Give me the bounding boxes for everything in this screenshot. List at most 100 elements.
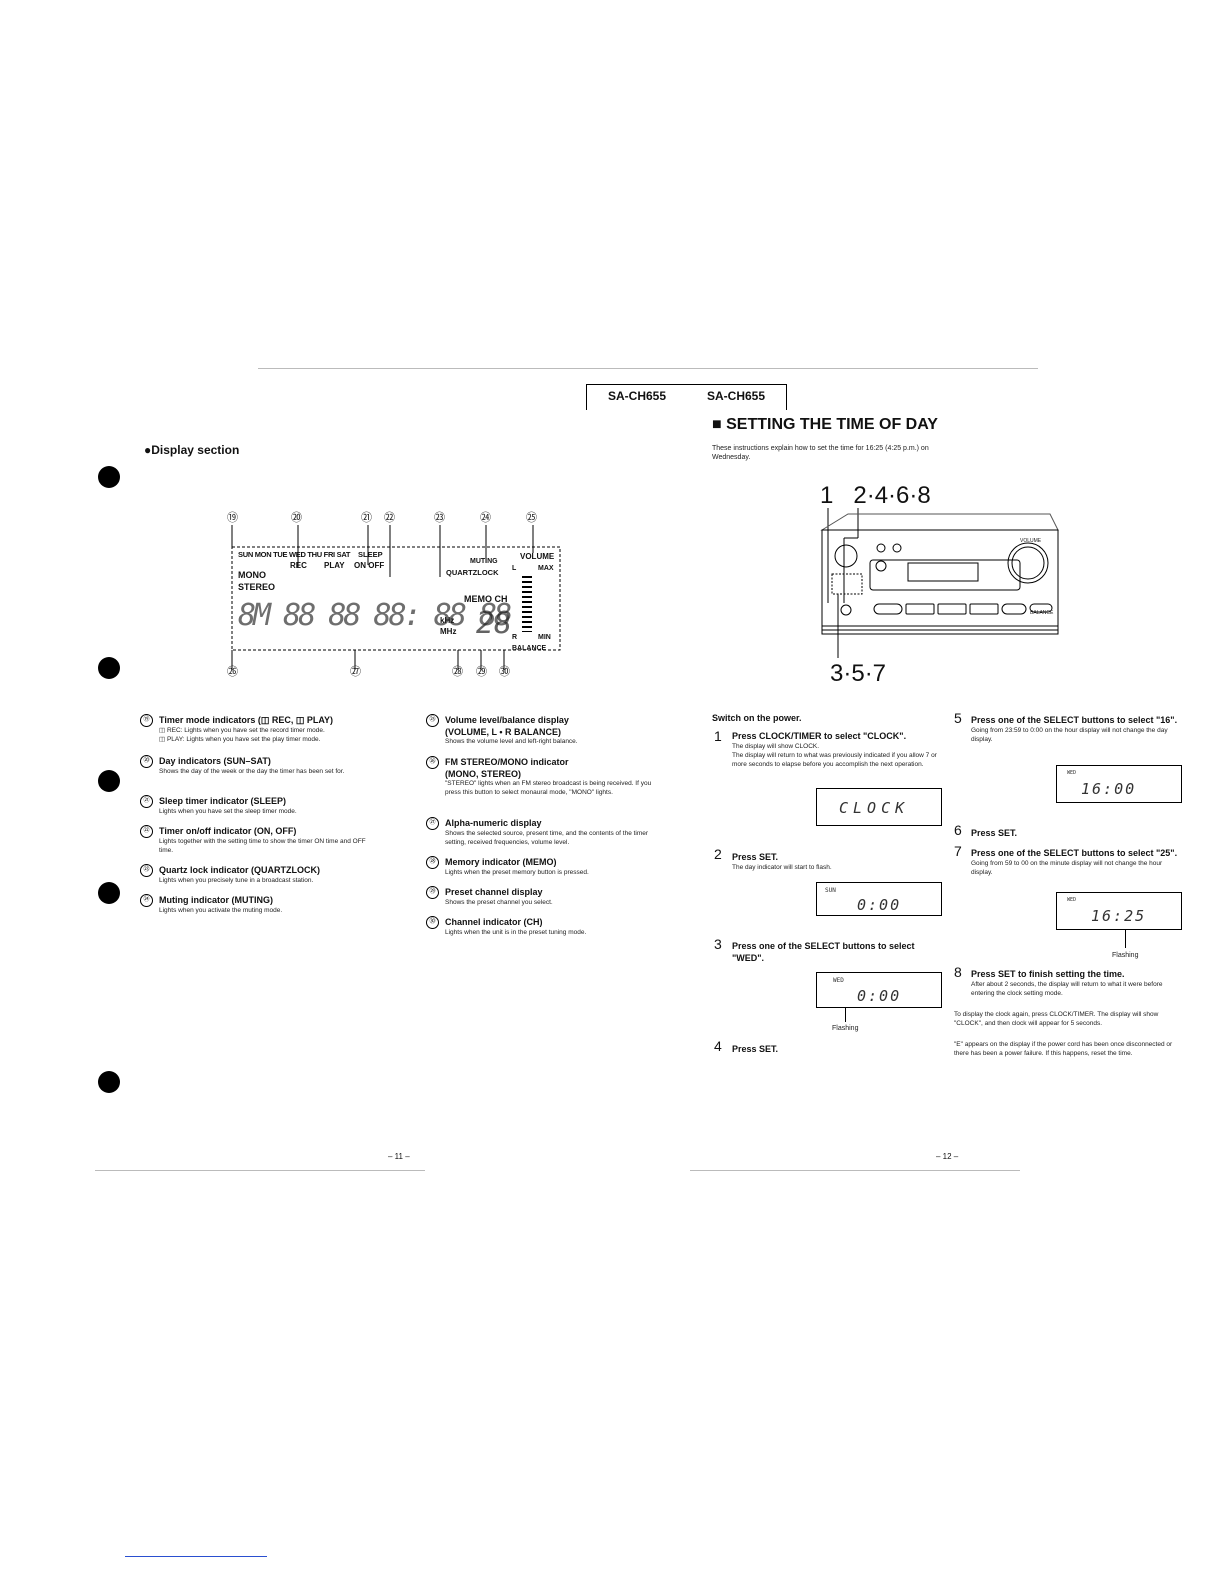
- indicator-num: ㉖: [426, 756, 439, 769]
- step-desc: Going from 59 to 00 on the minute displa…: [971, 860, 1163, 876]
- step-3-number: 3: [714, 936, 722, 952]
- model-left: SA-CH655: [608, 389, 667, 403]
- indicator-title: Volume level/balance display: [445, 714, 569, 725]
- step-desc: After about 2 seconds, the display will …: [971, 981, 1163, 997]
- indicator-title: Sleep timer indicator (SLEEP): [159, 795, 287, 806]
- panel-alpha-digits: 8M 88 88 88: 88 88: [238, 598, 512, 633]
- bottom-rule-right: [690, 1170, 1020, 1171]
- flash-pointer-7: [1125, 930, 1126, 948]
- callout-20: ⑳: [291, 512, 302, 524]
- step-title: Press SET.: [732, 852, 779, 862]
- display-panel-illustration: [231, 525, 561, 670]
- panel-play: PLAY: [324, 561, 345, 570]
- indicator-title: Quartz lock indicator (QUARTZLOCK): [159, 864, 321, 875]
- indicator-num: ㉗: [426, 817, 439, 830]
- panel-quartzlock: QUARTZLOCK: [446, 568, 499, 577]
- lcd-day-tag: WED: [833, 977, 844, 984]
- indicator-num: ㉓: [140, 864, 153, 877]
- step-2-number: 2: [714, 846, 722, 862]
- indicator-title: Alpha-numeric display: [445, 817, 542, 828]
- indicator-num: ⑳: [140, 755, 153, 768]
- step-desc: The day indicator will start to flash.: [732, 864, 832, 871]
- indicator-title: Muting indicator (MUTING): [159, 894, 273, 905]
- bottom-link-line: [125, 1556, 267, 1557]
- device-callout-bottom: 3·5·7: [830, 660, 887, 687]
- punch-hole: [98, 657, 120, 679]
- indicator-desc: Lights when you precisely tune in a broa…: [159, 877, 314, 884]
- panel-preset-digits: 28: [476, 606, 513, 641]
- step-desc: Going from 23:59 to 0:00 on the hour dis…: [971, 727, 1168, 743]
- callout-21: ㉑: [361, 512, 372, 524]
- lcd-readout: 16:00: [1081, 780, 1137, 798]
- indicator-title: Day indicators (SUN–SAT): [159, 755, 271, 766]
- indicator-num: ㉘: [426, 856, 439, 869]
- model-right: SA-CH655: [707, 389, 766, 403]
- panel-volume: VOLUME: [520, 552, 555, 561]
- indicator-desc: Shows the selected source, present time,…: [445, 830, 649, 846]
- callout-26: ㉖: [227, 666, 238, 678]
- callout-24: ㉔: [480, 512, 491, 524]
- lcd-day-tag: SUN: [825, 887, 836, 894]
- indicator-desc: ◫ REC: Lights when you have set the reco…: [159, 727, 325, 734]
- lcd-step-2: SUN 0:00: [816, 882, 942, 916]
- panel-memo-ch: MEMO CH: [464, 594, 508, 604]
- step-1-number: 1: [714, 728, 722, 744]
- lcd-day-tag: WED: [1067, 770, 1077, 776]
- callout-30: ㉚: [499, 666, 510, 678]
- indicator-desc: Lights when you activate the muting mode…: [159, 907, 283, 914]
- indicator-24: ㉔ Muting indicator (MUTING) Lights when y…: [140, 894, 380, 916]
- indicator-num: ㉒: [140, 825, 153, 838]
- panel-mhz: MHz: [440, 627, 457, 636]
- indicator-desc: Shows the preset channel you select.: [445, 899, 553, 906]
- indicator-27: ㉗ Alpha-numeric display Shows the selecte…: [426, 817, 666, 847]
- step-6-number: 6: [954, 822, 962, 838]
- intro-text: These instructions explain how to set th…: [712, 445, 929, 461]
- lcd-step-5: WED 16:00: [1056, 765, 1182, 803]
- note-clock-again: To display the clock again, press CLOCK/…: [954, 1011, 1159, 1027]
- callout-29: ㉙: [476, 666, 487, 678]
- step-title: Press CLOCK/TIMER to select "CLOCK".: [732, 731, 907, 741]
- step-title: Press one of the SELECT buttons to selec…: [971, 848, 1178, 858]
- step-desc: The display will show CLOCK.: [732, 743, 820, 750]
- indicator-num: ㉔: [140, 894, 153, 907]
- indicator-title: Channel indicator (CH): [445, 916, 543, 927]
- top-rule: [258, 368, 1038, 369]
- punch-hole: [98, 1071, 120, 1093]
- step-title: Press one of the SELECT buttons to selec…: [971, 715, 1178, 725]
- note-power-failure: "E" appears on the display if the power …: [954, 1041, 1173, 1057]
- flashing-label-7: Flashing: [1112, 952, 1139, 959]
- indicator-title: Timer on/off indicator (ON, OFF): [159, 825, 297, 836]
- setting-time-title: ■ SETTING THE TIME OF DAY: [712, 416, 938, 433]
- panel-khz: kHz: [440, 616, 455, 625]
- indicator-desc: Lights together with the setting time to…: [159, 838, 366, 854]
- panel-min: MIN: [538, 634, 551, 641]
- panel-sleep: SLEEP: [358, 550, 383, 559]
- step-4-title: Press SET.: [732, 1044, 779, 1054]
- page-number-left: – 11 –: [388, 1152, 410, 1161]
- indicator-desc: Lights when the unit is in the preset tu…: [445, 929, 587, 936]
- callout-28: ㉘: [452, 666, 463, 678]
- step-8-number: 8: [954, 964, 962, 980]
- step-title: Press SET to finish setting the time.: [971, 969, 1125, 979]
- receiver-illustration: [820, 508, 1059, 658]
- lcd-day-tag: WED: [1067, 897, 1077, 903]
- panel-l: L: [512, 565, 517, 572]
- callout-19: ⑲: [227, 512, 238, 524]
- panel-days: SUN MON TUE WED THU FRI SAT: [238, 550, 351, 559]
- panel-mono: MONO: [238, 570, 266, 580]
- indicator-title-2: (MONO, STEREO): [445, 769, 521, 779]
- step-1: Press CLOCK/TIMER to select "CLOCK". The…: [732, 730, 944, 769]
- lcd-step-1: CLOCK: [816, 788, 942, 826]
- callout-25: ㉕: [526, 512, 537, 524]
- callout-22: ㉒: [384, 512, 395, 524]
- indicator-title: Preset channel display: [445, 886, 543, 897]
- punch-hole: [98, 882, 120, 904]
- indicator-desc: Lights when you have set the sleep timer…: [159, 808, 297, 815]
